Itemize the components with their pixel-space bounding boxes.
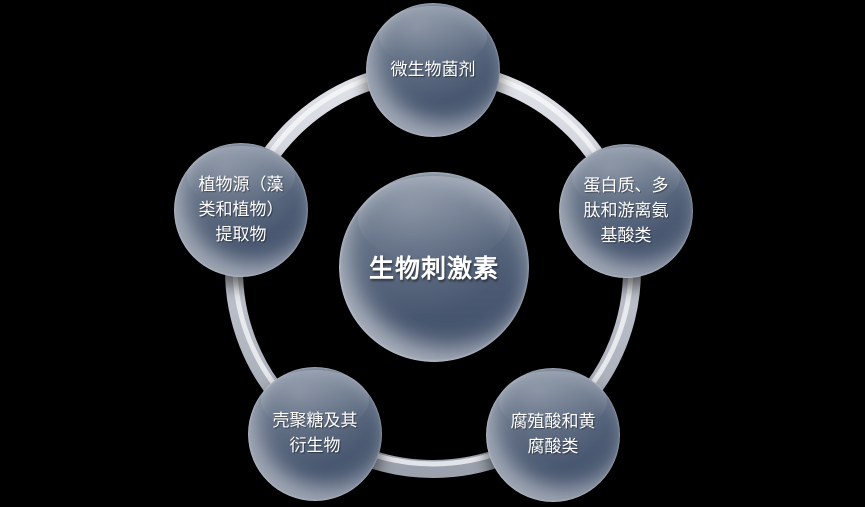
node-label: 微生物菌剂 [390,59,476,80]
node-chitosan-and-derivatives: 壳聚糖及其 衍生物 [248,367,382,501]
node-microbial-agents: 微生物菌剂 [366,3,500,137]
node-humic-and-fulvic-acids: 腐殖酸和黄 腐酸类 [486,368,620,502]
node-label: 植物源（藻 类和植物） 提取物 [198,174,284,245]
center-node-biostimulant: 生物刺激素 [339,172,529,362]
node-protein-peptide-free-amino-acids: 蛋白质、多 肽和游离氨 基酸类 [559,144,693,278]
node-label: 腐殖酸和黄 腐酸类 [510,412,596,457]
node-plant-source-extracts: 植物源（藻 类和植物） 提取物 [174,143,308,277]
node-label: 蛋白质、多 肽和游离氨 基酸类 [583,175,669,246]
node-label: 壳聚糖及其 衍生物 [272,411,358,456]
center-node-label: 生物刺激素 [368,254,499,283]
